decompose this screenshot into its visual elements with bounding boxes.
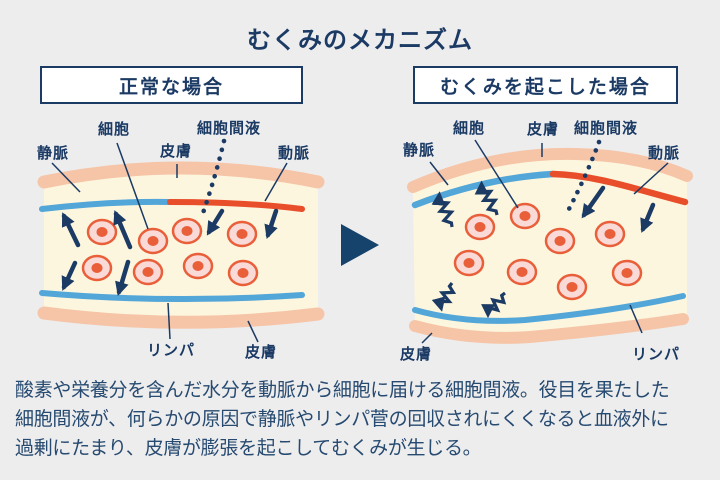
edema-skin-diagram: [407, 139, 693, 344]
label-cell-normal: 細胞: [98, 121, 131, 138]
label-interstitial-fluid-edema: 細胞間液: [574, 120, 639, 137]
label-skin-top-edema: 皮膚: [527, 121, 560, 138]
description-paragraph: 酸素や栄養分を含んだ水分を動脈から細胞に届ける細胞間液。役目を果たした 細胞間液…: [15, 376, 713, 463]
cell-icon: [132, 258, 164, 286]
skin-top-layer: [37, 161, 325, 189]
normal-case-heading-box: 正常な場合: [40, 66, 303, 104]
cell-icon: [556, 273, 588, 301]
label-artery-normal: 動脈: [278, 145, 311, 162]
cell-icon: [509, 202, 541, 230]
normal-skin-diagram: [37, 138, 325, 343]
cell-icon: [544, 227, 576, 255]
description-line: 細胞間液が、何らかの原因で静脈やリンパ菅の回収されにくくなると血液外に: [15, 409, 669, 430]
label-interstitial-fluid-normal: 細胞間液: [197, 120, 262, 137]
lymph-line: [412, 293, 686, 324]
label-lymph-edema: リンパ: [632, 346, 681, 363]
label-artery-edema: 動脈: [648, 145, 681, 162]
leader-lines: [421, 139, 669, 344]
artery-line: [549, 170, 689, 206]
cell-icon: [453, 249, 485, 277]
cell-icon: [464, 213, 496, 241]
lymph-line: [39, 290, 305, 303]
leader-lines: [51, 142, 288, 343]
cell-icon: [611, 259, 643, 287]
edema-case-heading-box: むくみを起こした場合: [413, 66, 678, 104]
cell-icon: [227, 259, 259, 287]
edema-case-heading: むくみを起こした場合: [440, 76, 651, 98]
skin-top-layer: [407, 147, 693, 193]
flow-arrow-icons: [61, 208, 279, 297]
cell-icon: [86, 218, 118, 246]
page-title: むくみのメカニズム: [247, 27, 473, 54]
cell-icon: [81, 254, 113, 282]
label-cell-edema: 細胞: [453, 120, 486, 137]
transition-arrow-icon: [341, 224, 379, 266]
skin-bottom-layer: [37, 306, 325, 329]
interstitial-dotted-pointer: [200, 138, 227, 216]
normal-case-heading: 正常な場合: [118, 76, 224, 98]
cell-icon: [226, 220, 258, 248]
cell-icon: [594, 220, 626, 248]
cells: [81, 217, 259, 287]
label-skin-bottom-normal: 皮膚: [245, 344, 278, 361]
label-skin-bottom-edema: 皮膚: [400, 346, 433, 363]
cell-icon: [182, 252, 214, 280]
cell-icon: [171, 217, 203, 245]
label-vein-normal: 静脈: [37, 145, 70, 162]
skin-bottom-layer: [409, 313, 689, 344]
description-line: 酸素や栄養分を含んだ水分を動脈から細胞に届ける細胞間液。役目を果たした: [15, 380, 670, 401]
cell-icon: [506, 258, 538, 286]
description-line: 過剰にたまり、皮膚が膨張を起こしてむくみが生じる。: [15, 438, 482, 459]
label-skin-top-normal: 皮膚: [160, 143, 193, 160]
cells: [453, 202, 643, 301]
label-vein-edema: 静脈: [403, 142, 436, 159]
vein-line: [39, 198, 173, 212]
artery-line: [167, 199, 305, 212]
flow-arrow-icons: [581, 185, 656, 233]
cell-icon: [137, 227, 169, 255]
blocked-flow-zigzag-arrow-icons: [431, 180, 507, 319]
label-lymph-normal: リンパ: [147, 342, 196, 359]
interstitial-dotted-pointer: [566, 139, 602, 212]
